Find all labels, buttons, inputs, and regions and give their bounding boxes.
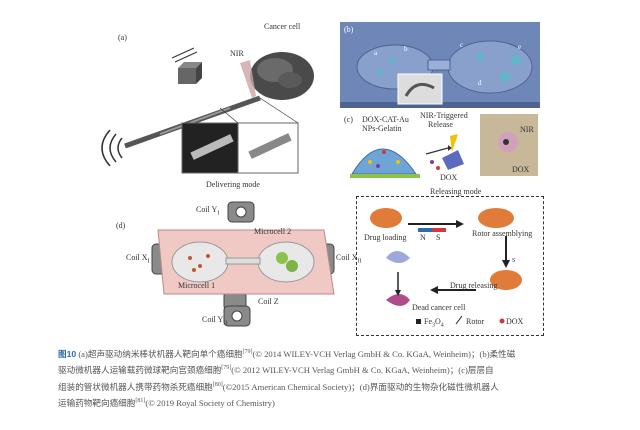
panel-d: (d) Releasing mode Coil YI Coil XI Coil … [108, 188, 548, 338]
rotor-assembling-label: Rotor assemblying [472, 229, 533, 238]
caption-line-3: 组装的管状微机器人携带药物杀死癌细胞[80](©2015 American Ch… [58, 381, 499, 392]
coil-y2-label: Coil YII [202, 315, 228, 327]
dead-cancer-cell-label: Dead cancer cell [412, 303, 466, 312]
panel-b-marker-d: d [478, 79, 482, 87]
legend-fe3o4: Fe3O4 [424, 317, 444, 329]
legend-dox: DOX [506, 317, 524, 326]
coil-x1-label: Coil XI [126, 253, 150, 265]
panel-d-label: (d) [116, 221, 126, 230]
s-small-label: S [512, 258, 516, 264]
releasing-mode-label: Releasing mode [430, 187, 482, 196]
panel-b: (b) a b c d e [340, 22, 540, 112]
nps-gelatin-label: NPs-Gelatin [362, 124, 402, 133]
nir-beam [240, 60, 256, 98]
photo-dox-label: DOX [512, 165, 530, 174]
panel-b-inset [397, 73, 443, 105]
cube [178, 68, 196, 84]
n-pole-label: N [420, 233, 426, 242]
gelatin-dome [351, 148, 417, 175]
release-label: Release [428, 120, 453, 129]
panel-a-illustration [101, 47, 314, 174]
releasing-mode-box [356, 196, 544, 336]
dox-label: DOX [440, 173, 458, 182]
figure-caption: 图10 (a)超声驱动纳米棒状机器人靶向单个癌细胞[79](© 2014 WIL… [58, 345, 598, 410]
panel-a-label: (a) [118, 33, 127, 42]
panel-b-marker-b: b [404, 45, 408, 53]
s-pole-label: S [436, 233, 441, 242]
panel-c: (c) DOX-CAT-Au NPs-Gelatin NIR-Triggered… [340, 112, 540, 188]
caption-line-1: 图10 (a)超声驱动纳米棒状机器人靶向单个癌细胞[79](© 2014 WIL… [58, 348, 516, 359]
delivering-mode-label: Delivering mode [206, 180, 260, 189]
tubular-robot [442, 150, 464, 170]
drug-releasing-label: Drug releasing [450, 281, 498, 290]
microcell1-label: Microcell 1 [178, 281, 216, 290]
nir-triggered-label: NIR-Triggered [420, 111, 468, 120]
microcell2-label: Microcell 2 [254, 227, 292, 236]
coil-x2-label: Coil XII [336, 253, 362, 265]
panel-c-illustration [350, 114, 538, 178]
cancer-cell-label: Cancer cell [264, 22, 301, 31]
panel-b-illustration [340, 22, 540, 108]
caption-line-4: 运输药物靶向癌细胞[81](© 2019 Royal Society of Ch… [58, 397, 275, 408]
panel-b-label: (b) [344, 25, 354, 34]
coil-z-label: Coil Z [258, 297, 279, 306]
nir-label: NIR [230, 49, 244, 58]
panel-c-label: (c) [344, 115, 353, 124]
dox-cat-label: DOX-CAT-Au [362, 115, 409, 124]
panel-b-marker-a: a [374, 49, 378, 57]
caption-line-2: 驱动微机器人运输载药微球靶向宫颈癌细胞[79](© 2012 WILEY-VCH… [58, 365, 494, 376]
drug-loading-label: Drug loading [364, 233, 407, 242]
figure-number: 图10 [58, 348, 77, 359]
legend-rotor: Rotor [466, 317, 485, 326]
panel-b-marker-c: c [460, 41, 464, 49]
panel-d-chip-illustration [151, 201, 335, 327]
coil-y1-label: Coil YI [196, 205, 220, 217]
photo-nir-label: NIR [520, 125, 534, 134]
panel-b-marker-e: e [518, 43, 522, 51]
panel-a: (a) Cancer cell NIR Delivering mode [100, 18, 320, 196]
releasing-mode-illustration [370, 208, 522, 325]
